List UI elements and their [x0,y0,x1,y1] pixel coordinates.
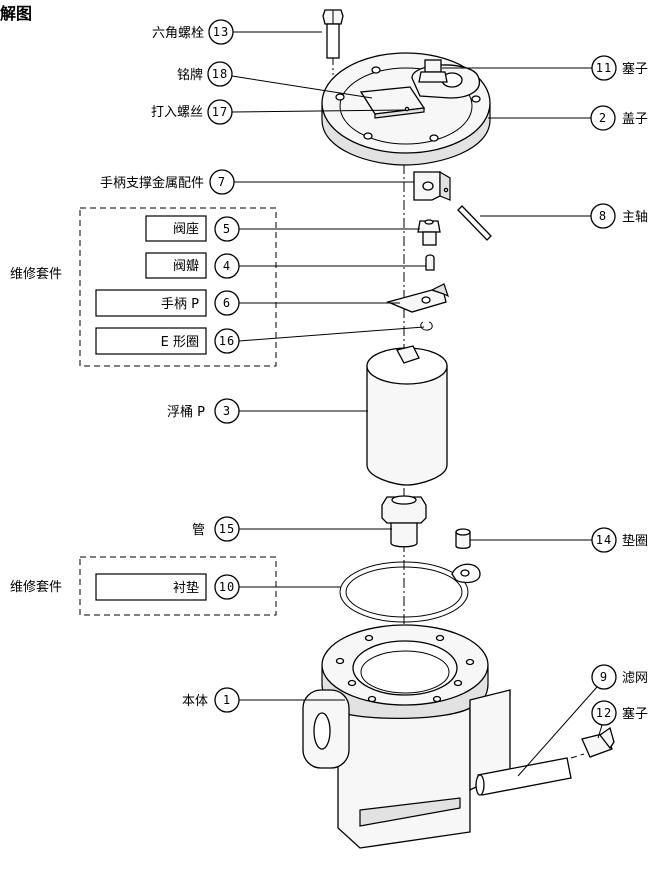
callout-valve-seat: 阀座 5 [145,215,420,242]
valve-seat-part [417,219,441,246]
label-screen: 滤网 [622,671,648,686]
label-plug-bottom: 塞子 [622,706,648,722]
page-title: 解图 [0,4,33,23]
callout-float: 浮桶 P 3 [167,398,368,424]
label-valve-seat: 阀座 [173,222,199,237]
lever-bracket-part [413,170,451,201]
e-ring-part [420,321,433,331]
callout-hex-bolt: 六角螺栓 13 [152,19,322,45]
number-valve-seat: 5 [223,222,231,236]
label-valve-disc: 阀瓣 [173,259,199,274]
callout-shaft: 8 主轴 [480,203,648,229]
number-washer: 14 [596,533,612,547]
label-repair-kit-top: 维修套件 [10,266,62,282]
label-washer: 垫圈 [622,533,648,549]
callout-drive-screw: 打入螺丝 17 [151,99,407,125]
number-lever: 6 [223,296,231,310]
body-part [302,624,511,849]
repair-kit-top-box [79,207,277,367]
washer-part [455,528,471,549]
number-hex-bolt: 13 [213,25,229,39]
number-screen: 9 [600,670,608,684]
callout-plug-top: 11 塞子 [442,55,648,81]
callout-valve-disc: 阀瓣 4 [145,252,426,279]
number-gasket: 10 [219,580,235,594]
number-body: 1 [223,693,231,707]
number-float: 3 [223,404,231,418]
number-shaft: 8 [599,209,607,223]
label-lever-bracket: 手柄支撑金属配件 [100,175,204,191]
number-cover: 2 [599,111,607,125]
plug-bottom-part [581,726,615,758]
label-e-ring: E 形圈 [161,335,199,350]
number-lever-bracket: 7 [218,175,226,189]
label-cover: 盖子 [622,112,648,127]
callout-gasket: 衬垫 10 [95,573,341,601]
callout-lever-bracket: 手柄支撑金属配件 7 [100,169,414,195]
callout-e-ring: E 形圈 16 [95,326,425,355]
pipe-part [381,495,427,548]
hex-bolt-part [322,9,344,59]
label-pipe: 管 [192,523,205,538]
number-plug-top: 11 [596,61,612,75]
label-drive-screw: 打入螺丝 [151,105,203,120]
callout-cover: 2 盖子 [488,105,648,131]
label-body: 本体 [182,694,208,709]
number-plug-bottom: 12 [596,706,612,720]
number-valve-disc: 4 [223,259,231,273]
label-repair-kit-bottom: 维修套件 [10,579,62,595]
callout-body: 本体 1 [182,687,345,713]
callout-nameplate: 铭牌 18 [177,61,373,99]
number-drive-screw: 17 [212,105,228,119]
nameplate-part [359,86,426,119]
label-plug-top: 塞子 [622,61,648,77]
number-nameplate: 18 [212,67,228,81]
callout-lever: 手柄 P 6 [95,289,400,317]
repair-kit-bottom-box [79,556,277,616]
gasket-part [339,561,481,623]
label-lever: 手柄 P [161,297,199,312]
callout-screen: 9 滤网 [517,664,648,777]
float-part [366,345,448,486]
number-e-ring: 16 [219,334,235,348]
callout-plug-bottom: 12 塞子 [591,700,648,739]
screen-plug-axis [570,753,585,759]
screen-part [475,757,572,796]
label-nameplate: 铭牌 [177,67,203,83]
number-pipe: 15 [219,522,235,536]
label-gasket: 衬垫 [173,580,199,596]
label-hex-bolt: 六角螺栓 [152,26,204,41]
plug-top-part [418,59,448,83]
valve-disc-part [425,254,435,271]
cover-part [321,52,491,166]
lever-part [386,283,450,313]
callout-pipe: 管 15 [192,516,392,542]
shaft-part [457,205,492,241]
label-float: 浮桶 P [167,405,205,420]
callout-washer: 14 垫圈 [470,527,648,553]
label-shaft: 主轴 [622,210,648,225]
